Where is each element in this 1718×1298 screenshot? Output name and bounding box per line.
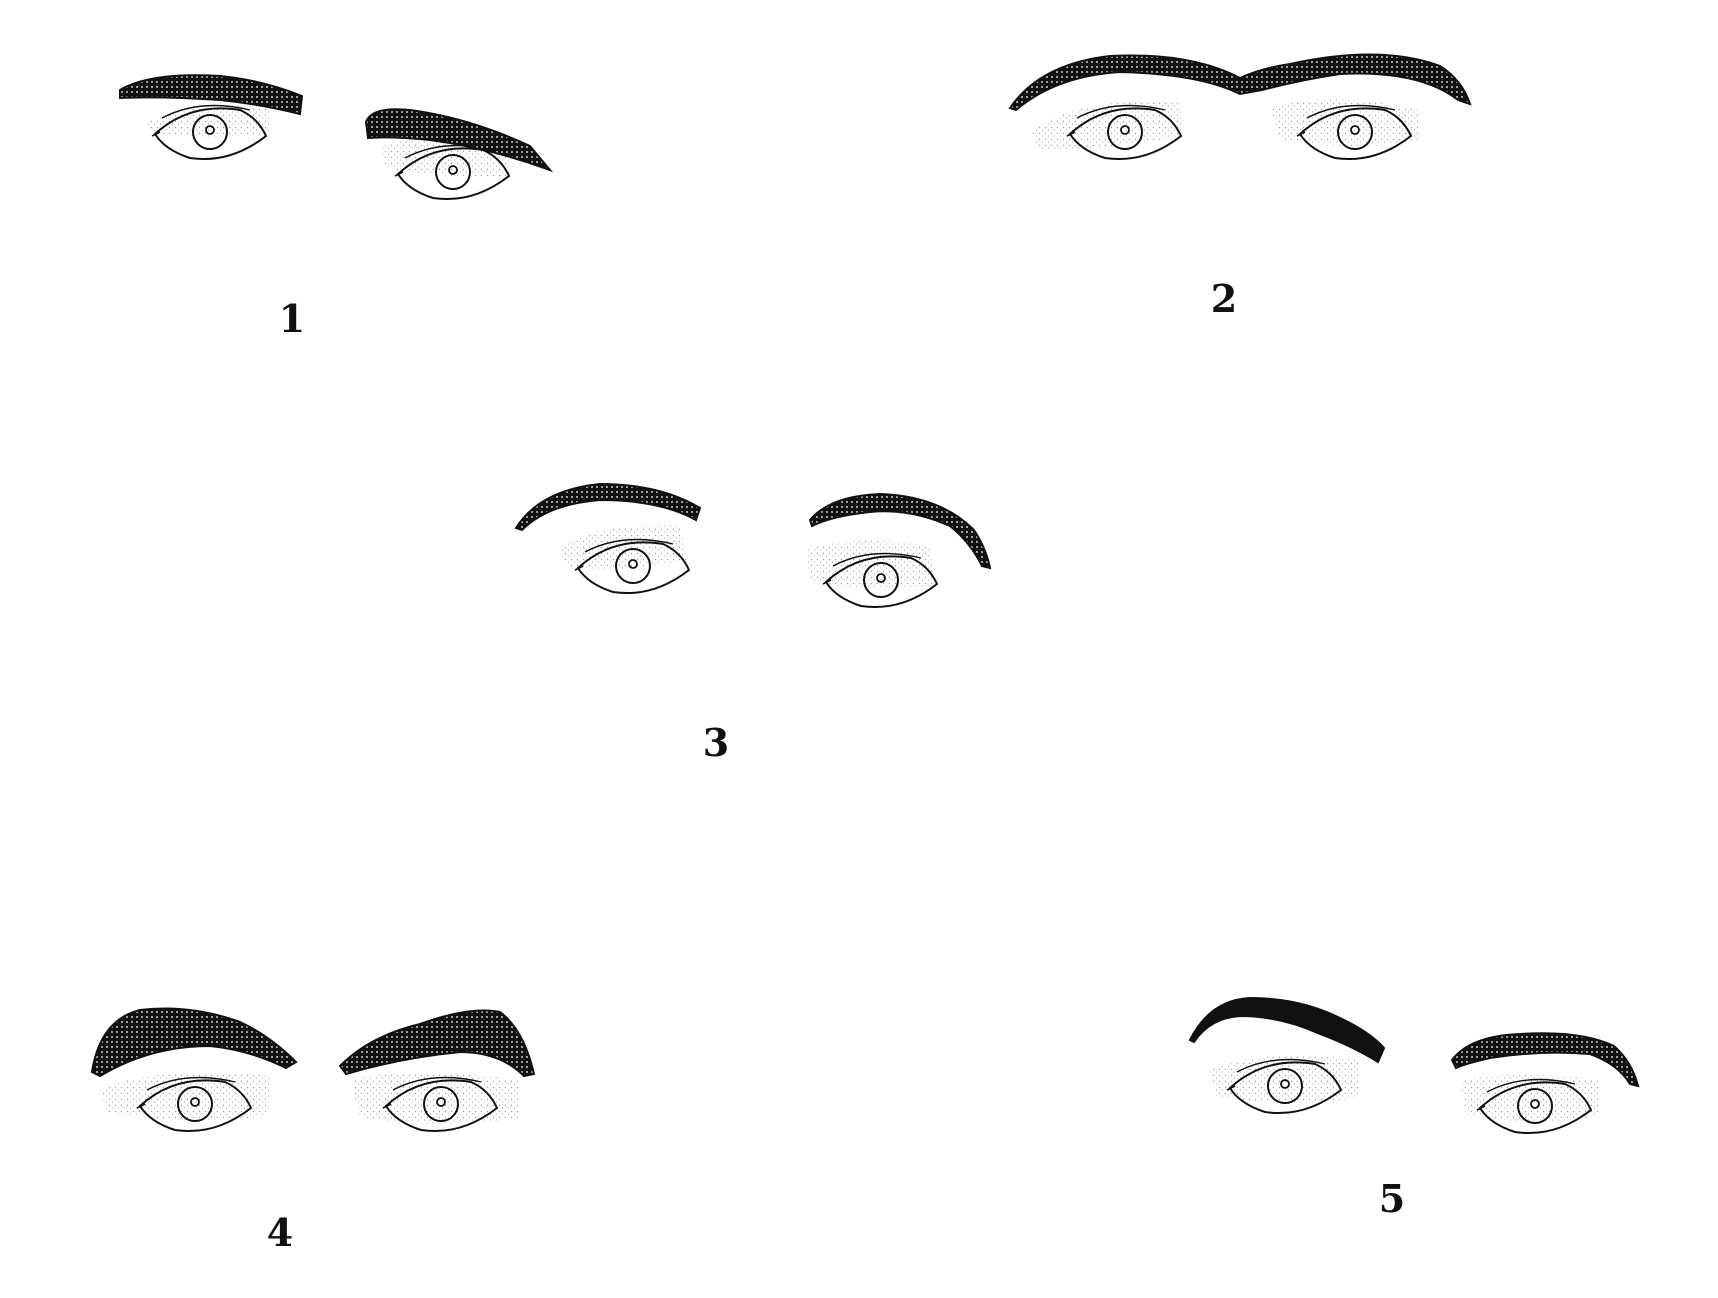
panel-2: 2 — [1008, 53, 1472, 321]
panel-3-left-eye — [560, 525, 691, 595]
panel-1-left-eye — [145, 104, 270, 161]
panel-5-left-eye — [1210, 1055, 1360, 1115]
panel-4-left-eye — [100, 1073, 270, 1133]
panel-3: 3 — [514, 482, 992, 765]
panel-2-label: 2 — [1211, 276, 1237, 321]
panel-3-right-eye — [806, 540, 939, 609]
panel-2-left-eye — [1030, 101, 1183, 161]
panel-2-unibrow — [1008, 53, 1472, 112]
panel-4: 4 — [90, 1007, 536, 1255]
panel-2-right-eye — [1270, 99, 1420, 161]
panel-5-left-brow — [1188, 996, 1386, 1064]
panel-4-right-brow — [338, 1009, 536, 1078]
panel-3-right-brow — [808, 492, 992, 570]
panel-1-right-brow — [364, 108, 554, 173]
panel-5-label: 5 — [1379, 1176, 1405, 1221]
panel-1-left-brow — [119, 74, 304, 116]
panel-4-right-eye — [352, 1073, 520, 1133]
panel-1-label: 1 — [279, 296, 305, 341]
panel-5-right-brow — [1450, 1032, 1640, 1088]
panel-5-right-eye — [1460, 1075, 1600, 1135]
panel-3-left-brow — [514, 482, 702, 532]
panel-5: 5 — [1188, 996, 1640, 1221]
panel-4-label: 4 — [267, 1210, 293, 1255]
panel-4-left-brow — [90, 1007, 298, 1078]
panel-3-label: 3 — [703, 720, 729, 765]
panel-1: 1 — [119, 74, 554, 341]
